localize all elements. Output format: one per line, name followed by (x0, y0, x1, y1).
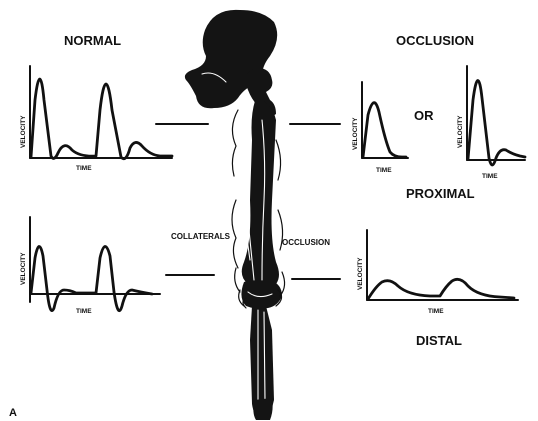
x-axis-label: TIME (482, 173, 498, 180)
normal-title: NORMAL (64, 33, 121, 48)
foot-shape (253, 398, 272, 420)
y-axis-label: VELOCITY (357, 257, 364, 290)
panel-letter: A (9, 407, 17, 419)
velocity-trace (468, 80, 525, 165)
leg-artery-illustration (185, 10, 285, 420)
y-axis-label: VELOCITY (457, 115, 464, 148)
x-axis-label: TIME (376, 167, 392, 174)
occlusion-site-label: OCCLUSION (282, 238, 330, 247)
y-axis-label: VELOCITY (20, 252, 27, 285)
x-axis-label: TIME (76, 308, 92, 315)
collaterals-label: COLLATERALS (171, 232, 231, 241)
waveform-normal-distal: VELOCITY TIME (20, 217, 160, 315)
waveform-occlusion-distal: VELOCITY TIME (357, 230, 518, 315)
waveform-occlusion-proximal-a: VELOCITY TIME (352, 82, 408, 174)
occlusion-title: OCCLUSION (396, 33, 474, 48)
waveform-normal-proximal: VELOCITY TIME (20, 66, 172, 172)
proximal-label: PROXIMAL (406, 186, 475, 201)
velocity-trace (363, 103, 406, 157)
velocity-trace (368, 279, 514, 299)
waveform-occlusion-proximal-b: VELOCITY TIME (457, 66, 525, 180)
y-axis-label: VELOCITY (352, 117, 359, 150)
knee-shape (241, 279, 282, 308)
velocity-trace (31, 79, 172, 159)
y-axis-label: VELOCITY (20, 115, 27, 148)
femur-shaft (242, 98, 279, 287)
or-label: OR (414, 108, 434, 123)
velocity-trace (31, 246, 152, 310)
distal-label: DISTAL (416, 333, 462, 348)
x-axis-label: TIME (428, 308, 444, 315)
x-axis-label: TIME (76, 165, 92, 172)
